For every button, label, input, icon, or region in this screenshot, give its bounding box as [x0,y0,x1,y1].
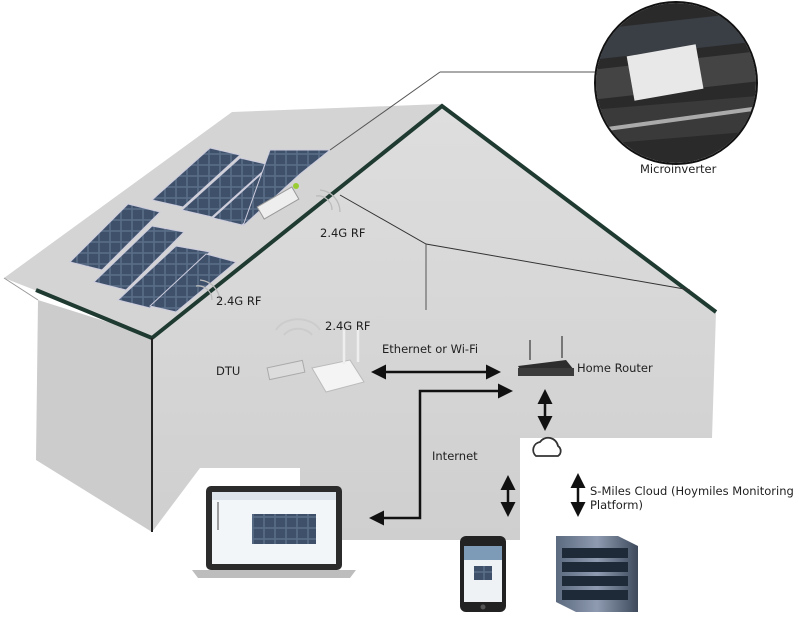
microinverter-label: Microinverter [640,162,717,176]
side-wall [152,104,716,540]
solar-panel [69,203,161,271]
solar-panel [148,253,238,313]
solar-panel [93,225,186,291]
cloud-icon [532,436,562,457]
solar-panel [116,245,212,309]
rf-label: 2.4G RF [216,294,262,308]
connection-arrows [369,364,586,526]
arrow-internet [369,383,513,526]
dtu-label: DTU [216,364,241,378]
server [556,536,638,612]
internet-label: Internet [432,449,478,463]
rf-label: 2.4G RF [325,319,371,333]
solar-panel [150,147,242,208]
smartphone [460,536,506,612]
roof-microinverter [256,186,300,220]
solar-panel-array [69,147,341,313]
dtu-device [266,318,365,393]
roof-ridge [35,288,153,340]
front-wall [36,300,152,532]
laptop [192,486,356,578]
cloud-label: S-Miles Cloud (Hoymiles Monitoring Platf… [590,484,794,512]
ethernet-wifi-label: Ethernet or Wi-Fi [382,342,479,356]
home-router-label: Home Router [577,361,653,375]
home-router [518,336,574,376]
microinverter-photo [329,1,758,165]
rf-label: 2.4G RF [320,226,366,240]
